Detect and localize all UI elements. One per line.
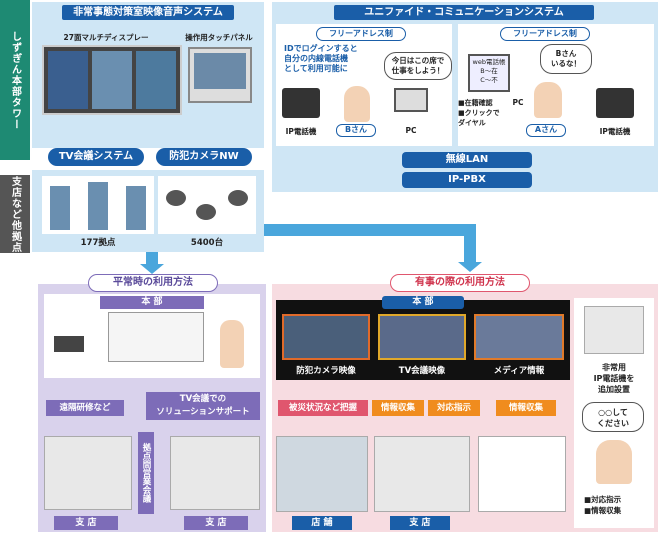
arrow-to-normal [146,252,158,266]
emergency-phone-image [584,306,644,354]
branch-network-panel: 177拠点 5400台 [32,170,264,252]
branches-label: 支店など他拠点 [0,175,30,253]
multi-display-image [42,45,182,115]
normal-usage-panel: 平常時の利用方法 本 部 遠隔研修など TV会議での ソリューションサポート 拠… [38,274,266,532]
touch-panel-image [188,47,252,103]
ip-phone-left-label: IP電話機 [285,127,317,136]
branch-2-label: 支 店 [184,516,248,530]
damage-grasp-label: 被災状況など把握 [278,400,368,416]
pc-left-icon [394,88,428,112]
branch-1-label: 支 店 [54,516,118,530]
pc-left-label: PC [405,126,417,135]
emergency-system-title: 非常事態対策室映像音声システム [62,5,234,20]
emergency-hq-label: 本 部 [382,296,464,309]
arrow-to-emergency-horizontal [264,224,476,236]
login-note: IDでログインすると 自分の内線電話機 として利用可能に [284,44,358,73]
normal-hq-label: 本 部 [100,296,204,309]
emergency-system-panel: 非常事態対策室映像音声システム 27面マルチディスプレー 操作用タッチパネル [32,2,264,148]
emergency-usage-title: 有事の際の利用方法 [390,274,530,292]
instructor-icon [596,440,632,484]
cameras-count: 5400台 [190,238,224,248]
branch-1-scene [44,436,132,510]
emergency-usage-panel: 有事の際の利用方法 本 部 防犯カメラ映像 TV会議映像 メディア情報 被災状況… [272,274,658,532]
ip-pbx-box: IP-PBX [402,172,532,188]
bubble-a: Bさん いるな！ [540,44,592,74]
emergency-phone-note: 非常用 IP電話機を 追加設置 [593,363,635,394]
store-scene [276,436,368,512]
media-pc-scene [478,436,566,512]
info-collect-label-1: 情報収集 [372,400,424,416]
unified-comm-panel: ユニファイド・コミュニケーションシステム フリーアドレス制 フリーアドレス制 I… [272,2,658,192]
arrow-to-emergency [464,224,476,264]
multi-display-caption: 27面マルチディスプレー [63,33,149,42]
emergency-branch-label: 支 店 [390,516,450,530]
tv-video-label: TV会議映像 [398,366,446,376]
emergency-hq-wall [276,300,570,380]
sites-image [42,176,154,234]
branch-2-scene [170,436,260,510]
normal-usage-title: 平常時の利用方法 [88,274,218,292]
free-address-pill-left: フリーアドレス制 [316,27,406,41]
arrow-head-emergency [458,262,482,272]
person-b-icon [344,86,370,122]
person-b-label: Bさん [336,124,376,137]
sites-count: 177拠点 [80,238,116,248]
hq-tower-label: しずぎん本部タワー [0,0,30,160]
arrow-head-normal [140,264,164,274]
media-info-label: メディア情報 [493,366,545,376]
info-collect-label-2: 情報収集 [496,400,556,416]
instruction-bubble: ○○して ください [582,402,644,432]
camera-video-label: 防犯カメラ映像 [296,366,356,376]
web-directory-screen: web電話帳 B～在 C～不 [468,54,510,92]
store-label: 店 舗 [292,516,352,530]
emergency-phone-panel: 非常用 IP電話機を 追加設置 ○○して ください ■対応指示 ■情報収集 [574,298,654,528]
person-a-icon [534,82,562,118]
emergency-branch-scene [374,436,470,512]
feature-checks: ■在籍確認 ■クリックで ダイヤル [458,99,500,127]
instruction-bullets: ■対応指示 ■情報収集 [584,495,622,515]
ip-phone-right-label: IP電話機 [599,127,631,136]
pc-right-label: PC [512,98,524,107]
wireless-lan-box: 無線LAN [402,152,532,168]
cameras-image [158,176,256,234]
bubble-b: 今日はこの席で 仕事をしよう！ [384,52,452,80]
camera-nw-box: 防犯カメラNW [156,148,252,166]
person-a-label: Aさん [526,124,566,137]
ip-phone-right-icon [596,88,634,118]
inter-branch-meeting-label: 拠点間営業会議 [138,432,154,514]
unified-comm-title: ユニファイド・コミュニケーションシステム [334,5,594,20]
free-address-pill-right: フリーアドレス制 [500,27,590,41]
remote-training-label: 遠隔研修など [46,400,124,416]
touch-panel-caption: 操作用タッチパネル [185,33,253,42]
ip-phone-left-icon [282,88,320,118]
solution-support-label: TV会議での ソリューションサポート [146,392,260,420]
tv-conf-system-box: TV会議システム [48,148,144,166]
response-instruction-label: 対応指示 [428,400,480,416]
